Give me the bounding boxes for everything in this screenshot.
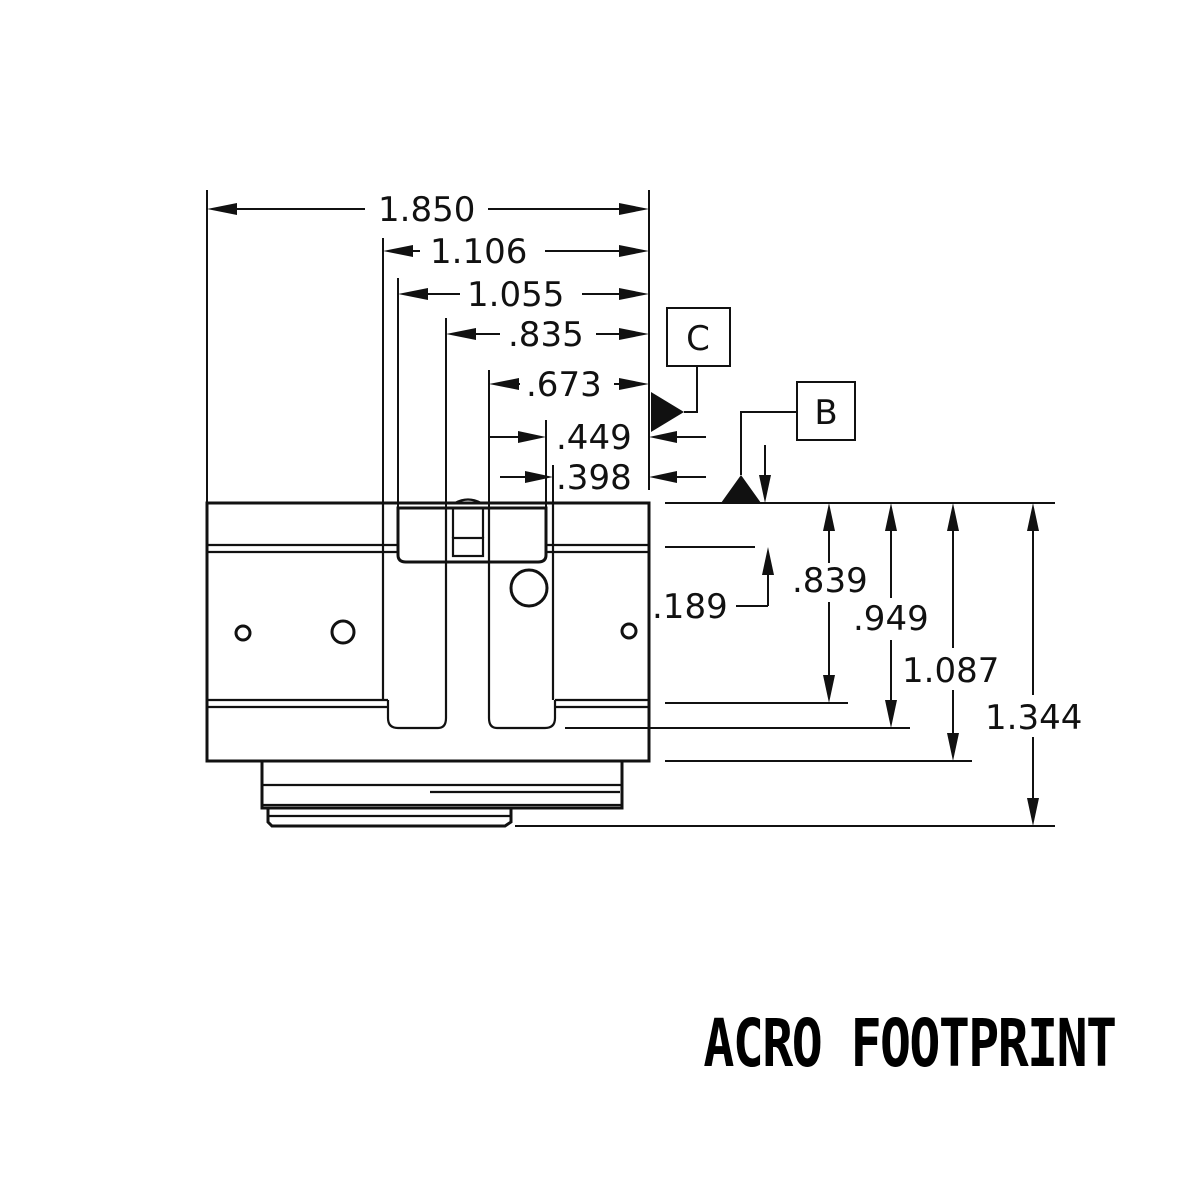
datum-c-triangle <box>651 392 684 432</box>
dim-label-1055: 1.055 <box>467 275 564 315</box>
dim-label-1850: 1.850 <box>378 190 475 230</box>
datum-c: C <box>651 307 731 432</box>
dim-label-835: .835 <box>508 315 584 355</box>
dimension-398: .398 <box>500 458 706 498</box>
dimension-1106: 1.106 <box>383 232 649 272</box>
dimension-673: .673 <box>489 365 649 405</box>
dim-label-1344: 1.344 <box>985 698 1082 738</box>
dim-label-839: .839 <box>792 561 868 601</box>
dimension-839: .839 <box>792 503 868 703</box>
dimension-1344: 1.344 <box>985 503 1082 826</box>
datum-b: B <box>721 381 856 503</box>
dimension-949: .949 <box>853 503 929 728</box>
dimension-449: .449 <box>489 418 706 458</box>
datum-c-box <box>666 307 731 367</box>
datum-b-box <box>796 381 856 441</box>
dimension-1055: 1.055 <box>398 275 649 315</box>
dimension-1087: 1.087 <box>902 503 999 761</box>
caption-title: ACRO FOOTPRINT <box>703 1005 1117 1082</box>
dimension-1850: 1.850 <box>207 190 649 230</box>
part-outline <box>205 498 651 828</box>
dim-label-189: .189 <box>652 587 728 627</box>
datum-c-label: C <box>686 319 710 359</box>
extension-lines <box>206 190 1055 827</box>
datum-b-label: B <box>814 393 837 433</box>
dim-label-1106: 1.106 <box>430 232 527 272</box>
dimension-835: .835 <box>446 315 649 355</box>
dimension-189: .189 <box>652 547 774 627</box>
datum-b-triangle <box>721 475 761 503</box>
dim-label-398: .398 <box>556 458 632 498</box>
dim-label-449: .449 <box>556 418 632 458</box>
dim-label-949: .949 <box>853 599 929 639</box>
dim-label-1087: 1.087 <box>902 651 999 691</box>
dim-label-673: .673 <box>526 365 602 405</box>
